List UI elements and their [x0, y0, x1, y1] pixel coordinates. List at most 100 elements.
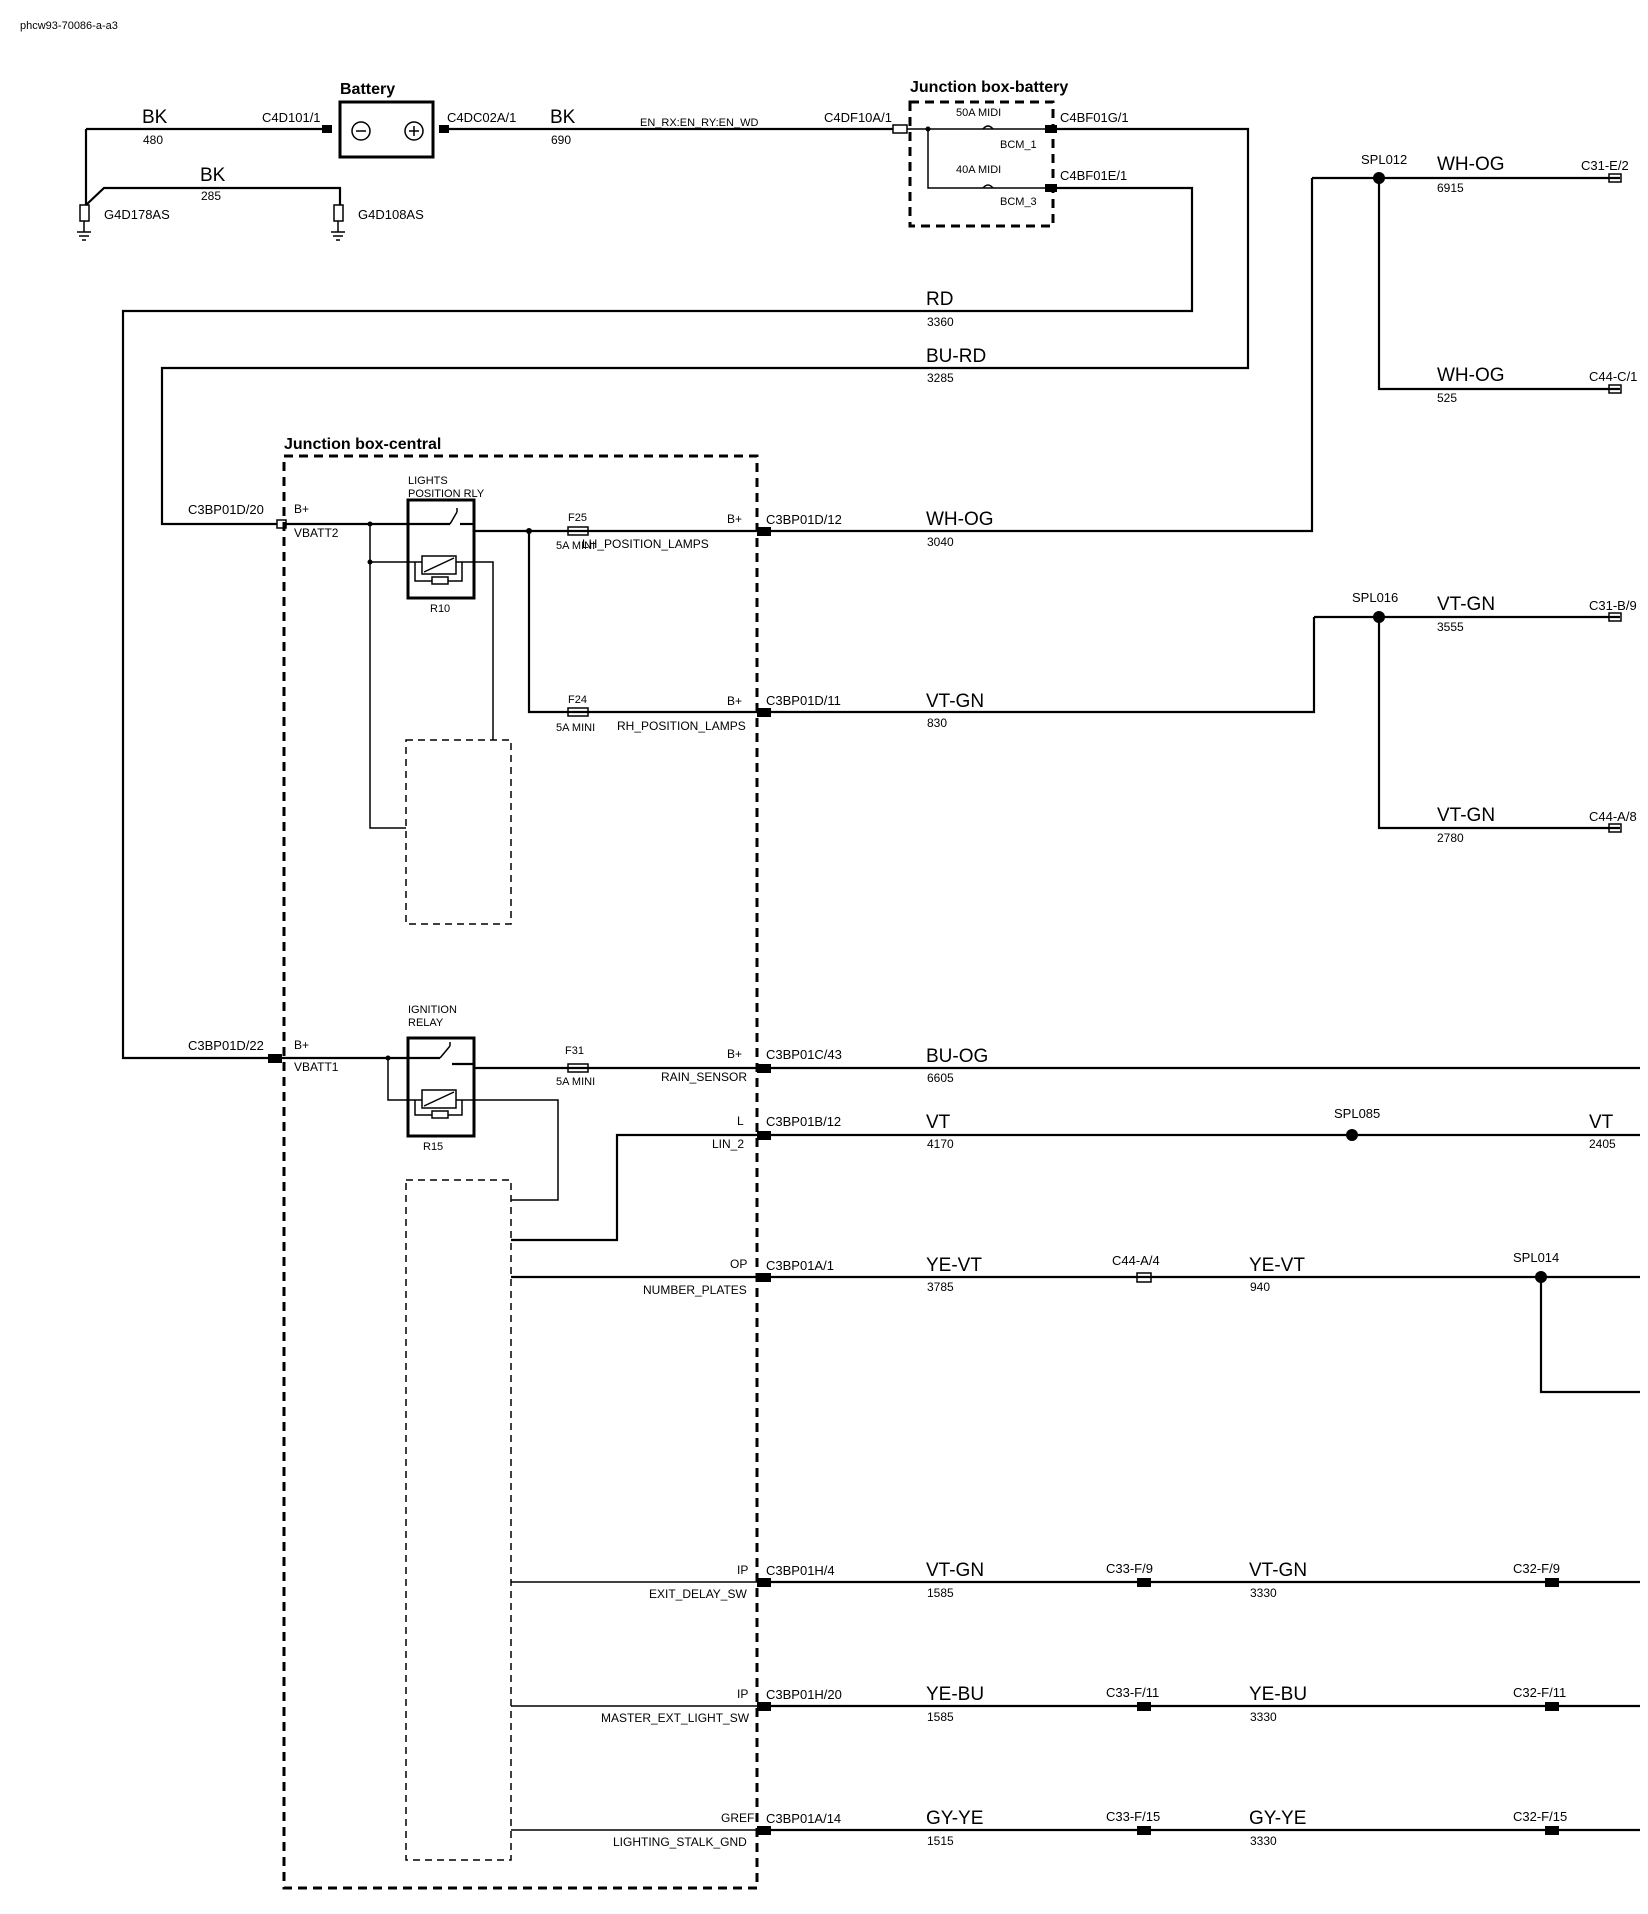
- pin-name: LH_POSITION_LAMPS: [582, 537, 709, 551]
- connector-pin-icon: [757, 708, 771, 717]
- wire-color: BK: [200, 165, 226, 186]
- fuse-rating: 50A MIDI: [956, 107, 1001, 119]
- connector-pin-icon: [757, 1273, 771, 1282]
- fuse-rating: 5A MINI: [556, 722, 595, 734]
- pin-type: B+: [727, 512, 742, 526]
- connector-pin-icon: [439, 125, 449, 133]
- relay-ref: R15: [423, 1141, 443, 1153]
- battery-title: Battery: [340, 81, 395, 98]
- connector-label: C3BP01H/4: [766, 1563, 835, 1578]
- wire-color: WH-OG: [926, 509, 994, 530]
- wire-color: VT: [926, 1112, 951, 1133]
- connector-pin-icon: [1545, 1702, 1559, 1711]
- connector-label: C4BF01G/1: [1060, 110, 1129, 125]
- fuse-name: F31: [565, 1045, 584, 1057]
- connector-pin-icon: [1045, 125, 1057, 133]
- connector-label: C3BP01B/12: [766, 1114, 841, 1129]
- connector-label: C33-F/9: [1106, 1561, 1153, 1576]
- output-lin-2: L LIN_2 C3BP01B/12 VT 4170 SPL085 VT 240…: [712, 1106, 1640, 1151]
- wire-number: 285: [201, 189, 221, 203]
- splice-label: SPL085: [1334, 1106, 1380, 1121]
- fuse-rating: 40A MIDI: [956, 164, 1001, 176]
- wire-color: VT-GN: [926, 1560, 984, 1581]
- connector-pin-icon: [1045, 184, 1057, 192]
- fuse-icon: [567, 1063, 589, 1073]
- wire-number: 940: [1250, 1280, 1270, 1294]
- ground-connector-icon: [79, 204, 90, 222]
- signal-label: EN_RX:EN_RY:EN_WD: [640, 117, 758, 129]
- wire-color: GY-YE: [926, 1808, 983, 1829]
- output-rain-sensor: B+ RAIN_SENSOR C3BP01C/43 BU-OG 6605: [661, 1046, 1640, 1085]
- pin-type: B+: [727, 1047, 742, 1061]
- pin-type: IP: [737, 1687, 748, 1701]
- pin-name: MASTER_EXT_LIGHT_SW: [601, 1711, 750, 1725]
- relay-label: RELAY: [408, 1017, 444, 1029]
- splice-spl012: SPL012 WH-OG 6915 C31-E/2 WH-OG 525 C44-…: [1312, 152, 1637, 405]
- splice-spl016: SPL016 VT-GN 3555 C31-B/9 VT-GN 2780 C44…: [1314, 590, 1637, 845]
- output-lh-position: B+ LH_POSITION_LAMPS C3BP01D/12 WH-OG 30…: [582, 178, 1314, 551]
- connector-label: C31-E/2: [1581, 158, 1629, 173]
- junction-box-battery: Junction box-battery C4DF10A/1 50A MIDI …: [824, 79, 1129, 228]
- relay-ref: R10: [430, 603, 450, 615]
- junction-box-central-title: Junction box-central: [284, 436, 441, 453]
- splice-dot-icon: [1373, 172, 1385, 184]
- sheet-id: phcw93-70086-a-a3: [20, 20, 118, 32]
- connector-pin-icon: [757, 1578, 771, 1587]
- output-rh-position: B+ RH_POSITION_LAMPS C3BP01D/11 VT-GN 83…: [617, 617, 1316, 733]
- wire-color: BK: [550, 107, 576, 128]
- ground-label: G4D108AS: [358, 207, 424, 222]
- connector-label: C3BP01C/43: [766, 1047, 842, 1062]
- wire-number: 6915: [1437, 181, 1464, 195]
- ground-icon: [77, 221, 345, 241]
- pin-name: VBATT2: [294, 526, 339, 540]
- connector-label: C32-F/9: [1513, 1561, 1560, 1576]
- connector-label: C44-A/8: [1589, 809, 1637, 824]
- wire-number: 3360: [927, 315, 954, 329]
- ground-label: G4D178AS: [104, 207, 170, 222]
- wire-color: RD: [926, 289, 953, 310]
- connector-label: C33-F/11: [1106, 1685, 1159, 1700]
- fuse-rating: 5A MINI: [556, 540, 595, 552]
- connector-label: C4DF10A/1: [824, 110, 892, 125]
- pin-type: B+: [294, 502, 309, 516]
- connector-pin-icon: [757, 527, 771, 536]
- splice-dot-icon: [1346, 1129, 1358, 1141]
- wire-number: 3285: [927, 371, 954, 385]
- battery-icon: [338, 100, 435, 159]
- wire-number: 3330: [1250, 1586, 1277, 1600]
- pin-type: IP: [737, 1563, 748, 1577]
- wire-color: VT-GN: [1249, 1560, 1307, 1581]
- connector-pin-icon: [757, 1826, 771, 1835]
- fuse-icon: [567, 526, 589, 536]
- fuse-name: F25: [568, 512, 587, 524]
- connector-label: C3BP01A/14: [766, 1811, 841, 1826]
- wire-number: 525: [1437, 391, 1457, 405]
- fuse-icon: [567, 707, 589, 717]
- pin-name: RH_POSITION_LAMPS: [617, 719, 746, 733]
- wire-color: BU-OG: [926, 1046, 988, 1067]
- wire-color: WH-OG: [1437, 365, 1505, 386]
- junction-box-central: Junction box-central C3BP01D/20 B+ VBATT…: [188, 436, 759, 1890]
- connector-pin-icon: [892, 124, 908, 134]
- wire-number: 3785: [927, 1280, 954, 1294]
- wire-color: BU-RD: [926, 346, 986, 367]
- pin-type: GREF: [721, 1811, 754, 1825]
- wire-color: VT-GN: [926, 691, 984, 712]
- splice-label: SPL016: [1352, 590, 1398, 605]
- wire-number: 480: [143, 133, 163, 147]
- pin-name: RAIN_SENSOR: [661, 1070, 747, 1084]
- splice-label: SPL012: [1361, 152, 1407, 167]
- pin-name: BCM_3: [1000, 196, 1037, 208]
- connector-pin-icon: [1137, 1578, 1151, 1587]
- connector-label: C3BP01D/11: [766, 693, 841, 708]
- connector-pin-icon: [1545, 1826, 1559, 1835]
- wire-color: YE-VT: [926, 1255, 982, 1276]
- junction-box-battery-title: Junction box-battery: [910, 79, 1068, 96]
- relay-label: IGNITION: [408, 1004, 457, 1016]
- connector-pin-icon: [1545, 1578, 1559, 1587]
- fuse-name: F24: [568, 694, 587, 706]
- connector-label: C33-F/15: [1106, 1809, 1160, 1824]
- connector-label: C3BP01A/1: [766, 1258, 834, 1273]
- connector-label: C3BP01D/20: [188, 502, 264, 517]
- splice-dot-icon: [1373, 611, 1385, 623]
